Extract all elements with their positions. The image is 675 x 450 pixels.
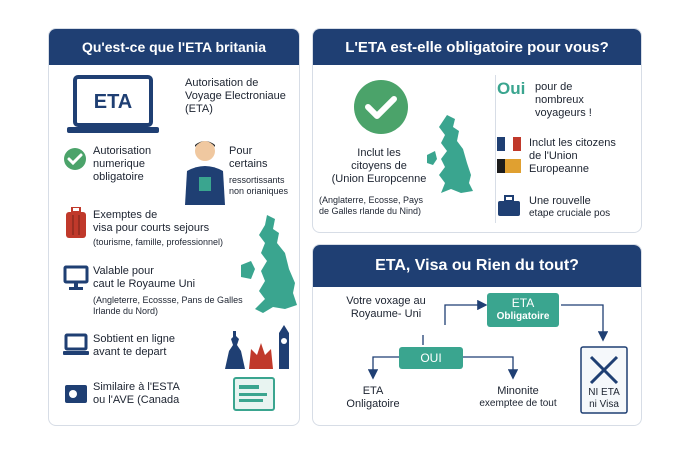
document-card-icon: [233, 377, 275, 411]
row4-line: Sobtient en ligne: [93, 333, 175, 345]
traveler-person-icon: [185, 141, 225, 205]
oui-text-line: pour de: [535, 81, 573, 93]
mid-outcome-line: Minonite: [497, 385, 539, 397]
eu-flags-icon: [497, 137, 521, 173]
uk-map-icon: [241, 215, 297, 313]
left-outcome-line: ETA: [362, 385, 384, 397]
column-divider: [495, 75, 496, 223]
eu-text-line: de l'Union: [529, 150, 578, 162]
oui-text-line: nombreux: [535, 94, 584, 106]
oui-label: Oui: [497, 79, 526, 98]
caption-small-line: (Anglaterre, Ecosse, Pays: [319, 195, 424, 205]
row3b-line: (Angleterre, Ecossse, Pans de Galles: [93, 295, 243, 305]
eu-text-line: Europeanne: [529, 163, 589, 175]
doc-text-line: NI ETA: [588, 387, 620, 398]
uk-map-icon: [427, 115, 473, 193]
check-circle-icon: [64, 148, 86, 170]
landmarks-icon: [225, 325, 289, 369]
eta-obligatoire-box: ETA Obligatoire: [487, 293, 559, 327]
left-outcome-line: Onligatoire: [346, 398, 400, 410]
row1b-line: certains: [229, 158, 268, 170]
oui-text-line: voyageurs !: [535, 107, 592, 119]
row2-line: Exemptes de: [93, 209, 158, 221]
flow-arrows: [367, 299, 609, 380]
eta-box-line: ETA: [511, 296, 535, 310]
eta-definition-line: (ETA): [185, 103, 213, 115]
row1-line: obligatoire: [93, 171, 144, 183]
question-line: Royaume- Uni: [350, 308, 422, 320]
new-text-line: etape cruciale pos: [529, 208, 611, 219]
eta-required-title: L'ETA est-elle obligatoire pour vous?: [313, 29, 641, 65]
row1b-line: Pour: [229, 145, 253, 157]
row1c-line: non orianiques: [229, 186, 289, 196]
row1-line: numerique: [93, 158, 145, 170]
row4-line: avant te depart: [93, 346, 167, 358]
row5-line: ou l'AVE (Canada: [93, 394, 180, 406]
eta-definition-title: Qu'est-ce que l'ETA britania: [49, 29, 299, 65]
eta-definition-card: Qu'est-ce que l'ETA britania ETA Autoris…: [48, 28, 300, 426]
row3-line: Valable pour: [93, 265, 154, 277]
eta-box-line: Obligatoire: [496, 311, 550, 322]
laptop-eta-icon: [67, 75, 159, 133]
doc-text-line: ni Visa: [589, 399, 619, 410]
question-line: Votre voxage au: [346, 295, 426, 307]
oui-box: OUI: [399, 347, 463, 369]
row5-line: Similaire à l'ESTA: [93, 381, 180, 393]
eta-visa-card: ETA, Visa ou Rien du tout? Votre voxage …: [312, 244, 642, 426]
monitor-icon: [63, 265, 89, 290]
mid-outcome-line: exemptee de tout: [479, 398, 557, 409]
row1-line: Autorisation: [93, 145, 152, 157]
eta-required-card: L'ETA est-elle obligatoire pour vous? In…: [312, 28, 642, 233]
eta-badge: ETA: [93, 91, 133, 113]
caption-line: citoyens de: [351, 160, 407, 172]
caption-line: Inclut les: [357, 147, 401, 159]
row3b-line: Irlande du Nord): [93, 306, 159, 316]
row1c-line: ressortissants: [229, 175, 285, 185]
caption-small-line: de Galles rlande du Nind): [319, 206, 422, 216]
passport-icon: [65, 385, 87, 403]
crossed-document-icon: [580, 346, 628, 414]
row2-line: visa pour courts sejours: [93, 222, 210, 234]
eta-definition-line: Voyage Electroniaue: [185, 90, 286, 102]
briefcase-icon: [498, 195, 520, 216]
suitcase-icon: [66, 207, 86, 238]
new-text-line: Une rouvelle: [529, 195, 591, 207]
eta-definition-line: Autorisation de: [185, 77, 259, 89]
row2-note: (tourisme, famille, professionnel): [93, 237, 224, 247]
eta-visa-title: ETA, Visa ou Rien du tout?: [313, 245, 641, 287]
row3-line: caut le Royaume Uni: [93, 278, 196, 290]
caption-line: (Union Europcenne: [331, 173, 427, 185]
laptop-icon: [63, 333, 89, 355]
eu-text-line: Inclut les citozens: [529, 137, 616, 149]
check-circle-icon: [354, 80, 408, 134]
